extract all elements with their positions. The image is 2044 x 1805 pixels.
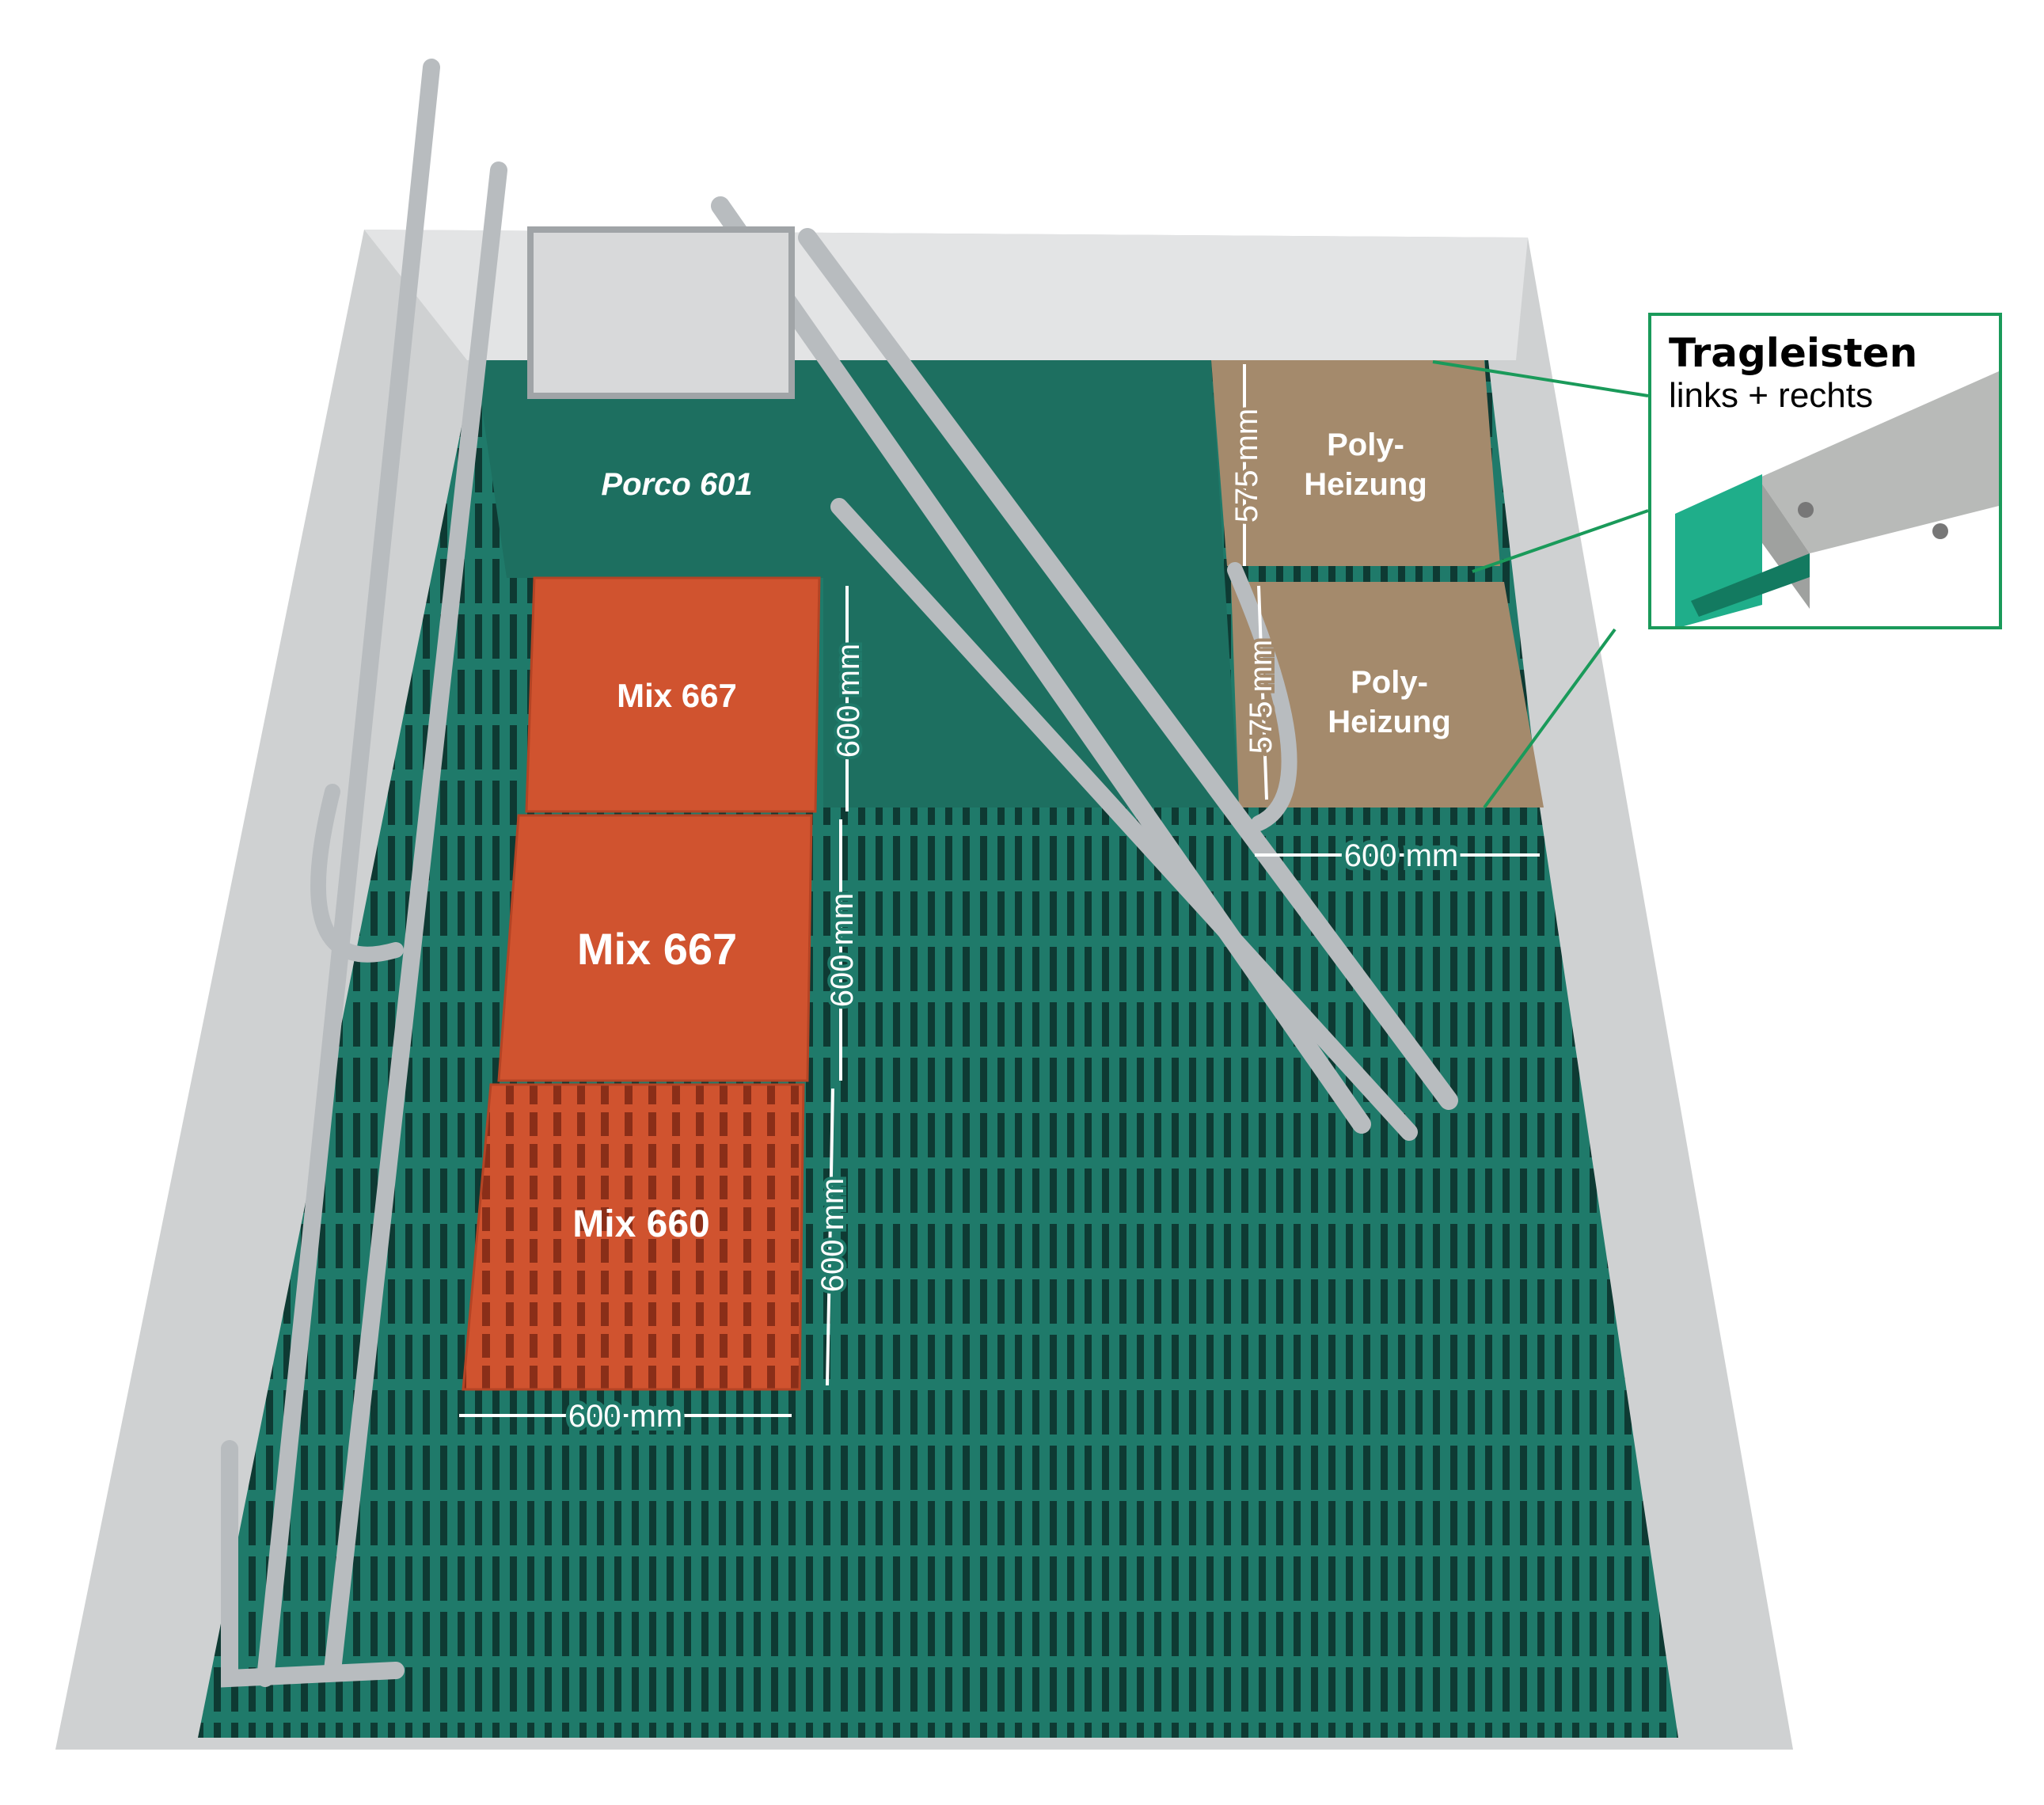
mix-660-width-dim: 600 mm xyxy=(568,1399,683,1434)
poly-heizung-label-1a: Poly- xyxy=(1327,428,1404,462)
mix-660-height-dim: 600 mm xyxy=(815,1178,850,1293)
mix-660-label: Mix 660 xyxy=(572,1203,709,1245)
poly-width-dim: 600 mm xyxy=(1344,838,1459,873)
poly-heater-2 xyxy=(1231,582,1544,808)
porco-601-area xyxy=(475,360,1239,808)
mix-667-label-1: Mix 667 xyxy=(617,677,737,714)
porco-601-label: Porco 601 xyxy=(601,467,752,502)
dimension-lines xyxy=(459,364,1540,1417)
steel-rails xyxy=(221,59,1458,1688)
poly-heizung-label-1b: Heizung xyxy=(1304,467,1427,502)
mix-667-label-2: Mix 667 xyxy=(577,924,737,974)
poly-heater-1 xyxy=(1211,360,1500,566)
poly-heizung-label-2b: Heizung xyxy=(1328,705,1451,739)
tragleisten-inset: Tragleisten links + rechts xyxy=(1648,313,2002,629)
inset-subtitle: links + rechts xyxy=(1669,376,1873,415)
poly-2-height-dim: 575 mm xyxy=(1244,640,1278,754)
callout-lines xyxy=(1432,360,1649,809)
mix-660-slat xyxy=(462,1083,805,1391)
support-rail-illustration xyxy=(1675,371,1999,626)
mix-667-slat-1 xyxy=(525,576,821,813)
inset-title: Tragleisten xyxy=(1669,330,1918,376)
poly-heizung-label-2a: Poly- xyxy=(1351,665,1428,700)
mix-667-slat-2 xyxy=(497,814,813,1082)
mix-667-2-height-dim: 600 mm xyxy=(825,893,860,1008)
poly-1-height-dim: 575 mm xyxy=(1229,408,1264,523)
mix-667-1-height-dim: 600 mm xyxy=(831,644,866,758)
